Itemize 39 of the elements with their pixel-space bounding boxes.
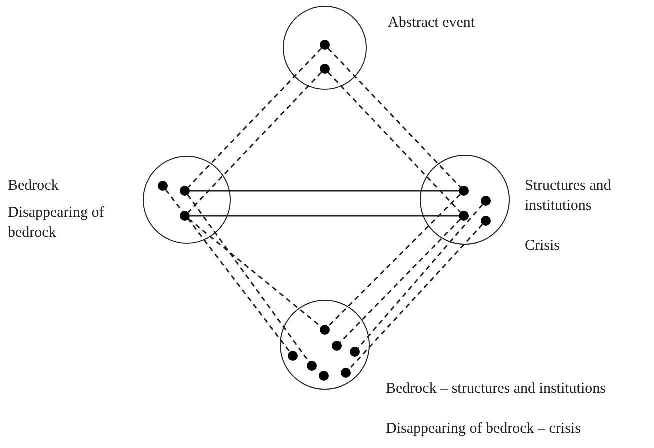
dashed-line	[358, 204, 484, 349]
node-caption: Structures and institutions	[525, 177, 612, 216]
dashed-line	[340, 219, 462, 343]
circle	[283, 6, 367, 90]
dot	[158, 180, 168, 190]
dot	[180, 210, 190, 220]
dot	[320, 40, 330, 50]
circle	[143, 156, 231, 244]
dot	[458, 210, 468, 220]
dot	[332, 340, 342, 350]
dot	[480, 216, 490, 226]
dashed-line	[188, 48, 322, 188]
node-caption: Abstract event	[388, 14, 476, 33]
node-caption: Bedrock	[8, 177, 60, 196]
dot	[458, 186, 468, 196]
circle	[420, 155, 510, 245]
node-caption: Bedrock – structures and institutions	[386, 380, 607, 399]
dot	[340, 368, 350, 378]
dashed-line	[188, 72, 322, 213]
dashed-line	[348, 224, 484, 370]
dot	[288, 350, 298, 360]
dashed-line	[328, 72, 462, 213]
line	[190, 190, 459, 192]
node-caption: Disappearing of bedrock – crisis	[386, 420, 582, 439]
dashed-line	[187, 194, 310, 362]
dot	[180, 186, 190, 196]
dot	[318, 370, 328, 380]
node-caption: Crisis	[525, 237, 562, 256]
dot	[306, 360, 316, 370]
dashed-line	[165, 190, 291, 352]
dot	[320, 64, 330, 74]
dot	[320, 324, 330, 334]
circle	[280, 300, 370, 390]
node-caption: Disappearing of bedrock	[8, 204, 106, 243]
dot	[480, 196, 490, 206]
dashed-line	[328, 48, 462, 188]
line	[190, 215, 459, 217]
dashed-line	[328, 194, 461, 327]
dot	[350, 346, 360, 356]
